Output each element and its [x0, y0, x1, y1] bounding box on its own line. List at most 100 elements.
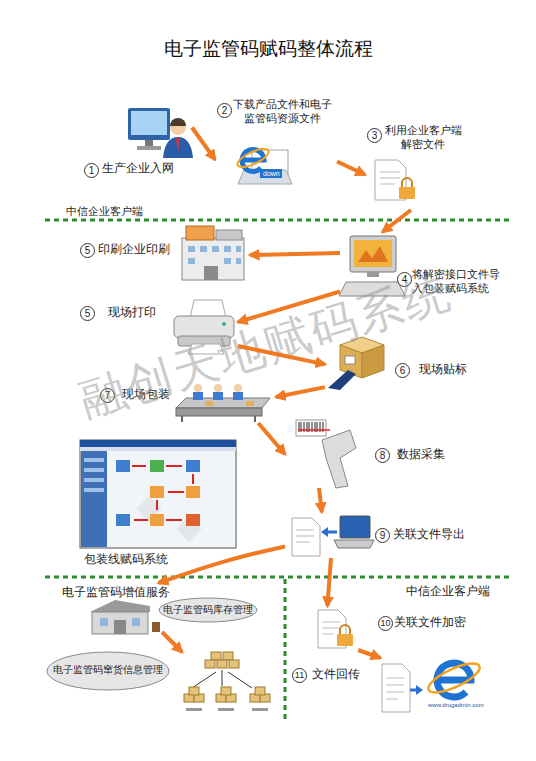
flow-arrow: [192, 128, 215, 160]
packing-line-icon: [234, 384, 242, 392]
process-step: 3利用企业客户端 解密文件: [365, 122, 467, 210]
print-shop-icon: [200, 246, 207, 252]
step-label: 电子监管码库存管理: [158, 604, 258, 617]
packing-line-icon: [213, 392, 223, 400]
region-label: 中信企业客户端: [66, 205, 143, 217]
print-shop-icon: [182, 226, 244, 280]
software-screenshot: [80, 440, 236, 548]
step-label: 数据采集: [397, 447, 451, 462]
print-shop-icon: [188, 246, 195, 252]
service-house-icon: [152, 622, 160, 632]
warehouse-hierarchy-icon: [217, 660, 227, 668]
warehouse-hierarchy-icon: [218, 708, 234, 711]
labeled-box-icon: [328, 370, 356, 390]
encrypted-file-icon: [380, 172, 400, 184]
export-file-icon: [292, 516, 374, 556]
packing-line-icon: [182, 416, 255, 422]
encrypted-file-icon: [399, 187, 415, 199]
step-label: 现场贴标: [419, 362, 473, 377]
step-label: 印刷企业印刷: [98, 242, 178, 257]
warehouse-hierarchy-icon: [211, 652, 221, 660]
step-label: 现场打印: [108, 305, 168, 320]
encrypted-file-icon: [375, 160, 415, 200]
callout-number: 11: [292, 668, 307, 683]
step-label: 电子监管码增值服务: [55, 585, 177, 600]
region-label: down: [263, 170, 280, 178]
export-file-icon: [292, 518, 320, 556]
software-screenshot: [116, 514, 130, 526]
print-shop-icon: [216, 230, 242, 240]
encrypted-file-icon: [340, 625, 350, 634]
step-label: 文件回传: [312, 667, 367, 682]
callout-number: 5: [80, 306, 95, 321]
flow-arrow: [327, 558, 331, 606]
export-file-icon: [334, 540, 374, 548]
diagram-title: 电子监管码赋码整体流程: [0, 36, 536, 62]
flow-arrow: [358, 650, 380, 658]
ellipse-outline: [47, 652, 169, 690]
labeled-box-icon: [345, 356, 355, 364]
software-screenshot: [150, 514, 164, 526]
software-screenshot: [186, 460, 200, 472]
export-file-icon: [321, 527, 328, 537]
software-screenshot: [81, 451, 107, 547]
packing-line-icon: [246, 401, 254, 406]
print-shop-icon: [236, 246, 241, 252]
computer-user-icon: [128, 108, 170, 140]
callout-number: 3: [367, 128, 382, 143]
computer-user-icon: [163, 137, 193, 158]
barcode-scanner-icon: [322, 430, 356, 488]
software-screenshot: [186, 514, 200, 526]
barcode-scanner-icon: [298, 429, 330, 431]
warehouse-hierarchy-icon: [255, 687, 265, 695]
service-house-icon: [100, 618, 108, 626]
flow-arrow: [258, 423, 285, 454]
step-label: 关联文件导出: [393, 527, 469, 542]
software-screenshot: [84, 458, 104, 462]
packing-line-icon: [205, 401, 213, 406]
ellipse-outline: [159, 598, 257, 622]
upload-portal-icon: [382, 664, 410, 712]
software-screenshot: [186, 486, 200, 498]
callout-number: 10: [378, 616, 393, 631]
export-file-icon: [296, 530, 314, 542]
print-shop-icon: [186, 226, 214, 240]
warehouse-hierarchy-icon: [189, 687, 199, 695]
upload-portal-icon: [410, 689, 417, 692]
print-shop-icon: [188, 258, 195, 264]
flow-arrow: [319, 488, 322, 512]
flow-arrow: [276, 387, 325, 397]
process-step: 10关联文件加密: [312, 606, 466, 650]
service-house-icon: [90, 600, 160, 634]
software-screenshot: [116, 460, 130, 472]
section-divider: [284, 579, 287, 722]
warehouse-hierarchy-icon: [186, 708, 202, 711]
upload-portal-icon: [382, 658, 483, 712]
labeled-box-icon: [362, 345, 384, 378]
service-house-icon: [132, 618, 140, 626]
computer-user-icon: [128, 108, 193, 158]
process-step: 9关联文件导出: [285, 512, 469, 558]
computer-user-icon: [131, 111, 167, 135]
printer-icon: [190, 300, 226, 318]
barcode-scanner-icon: [296, 420, 326, 436]
computer-user-icon: [170, 119, 186, 135]
callout-number: 6: [395, 363, 410, 378]
packing-line-icon: [233, 392, 243, 400]
print-shop-icon: [236, 258, 241, 264]
callout-number: 5: [80, 243, 95, 258]
section-divider: [45, 220, 512, 722]
computer-user-icon: [170, 118, 186, 126]
browser-download-icon: [235, 145, 271, 170]
ellipse-node: 电子监管码窜货信息管理: [46, 651, 170, 691]
print-shop-icon: [212, 246, 219, 252]
service-house-icon: [90, 600, 150, 612]
step-label: 利用企业客户端 解密文件: [381, 124, 465, 152]
print-shop-icon: [224, 258, 231, 264]
region-label: 包装线赋码系统: [84, 553, 168, 566]
warehouse-hierarchy-icon: [205, 660, 215, 668]
warehouse-hierarchy-icon: [252, 708, 268, 711]
packing-line-icon: [176, 408, 262, 416]
encrypted-file-icon: [402, 178, 412, 187]
step-label: 下载产品文件和电子 监管码资源文件: [229, 98, 335, 126]
